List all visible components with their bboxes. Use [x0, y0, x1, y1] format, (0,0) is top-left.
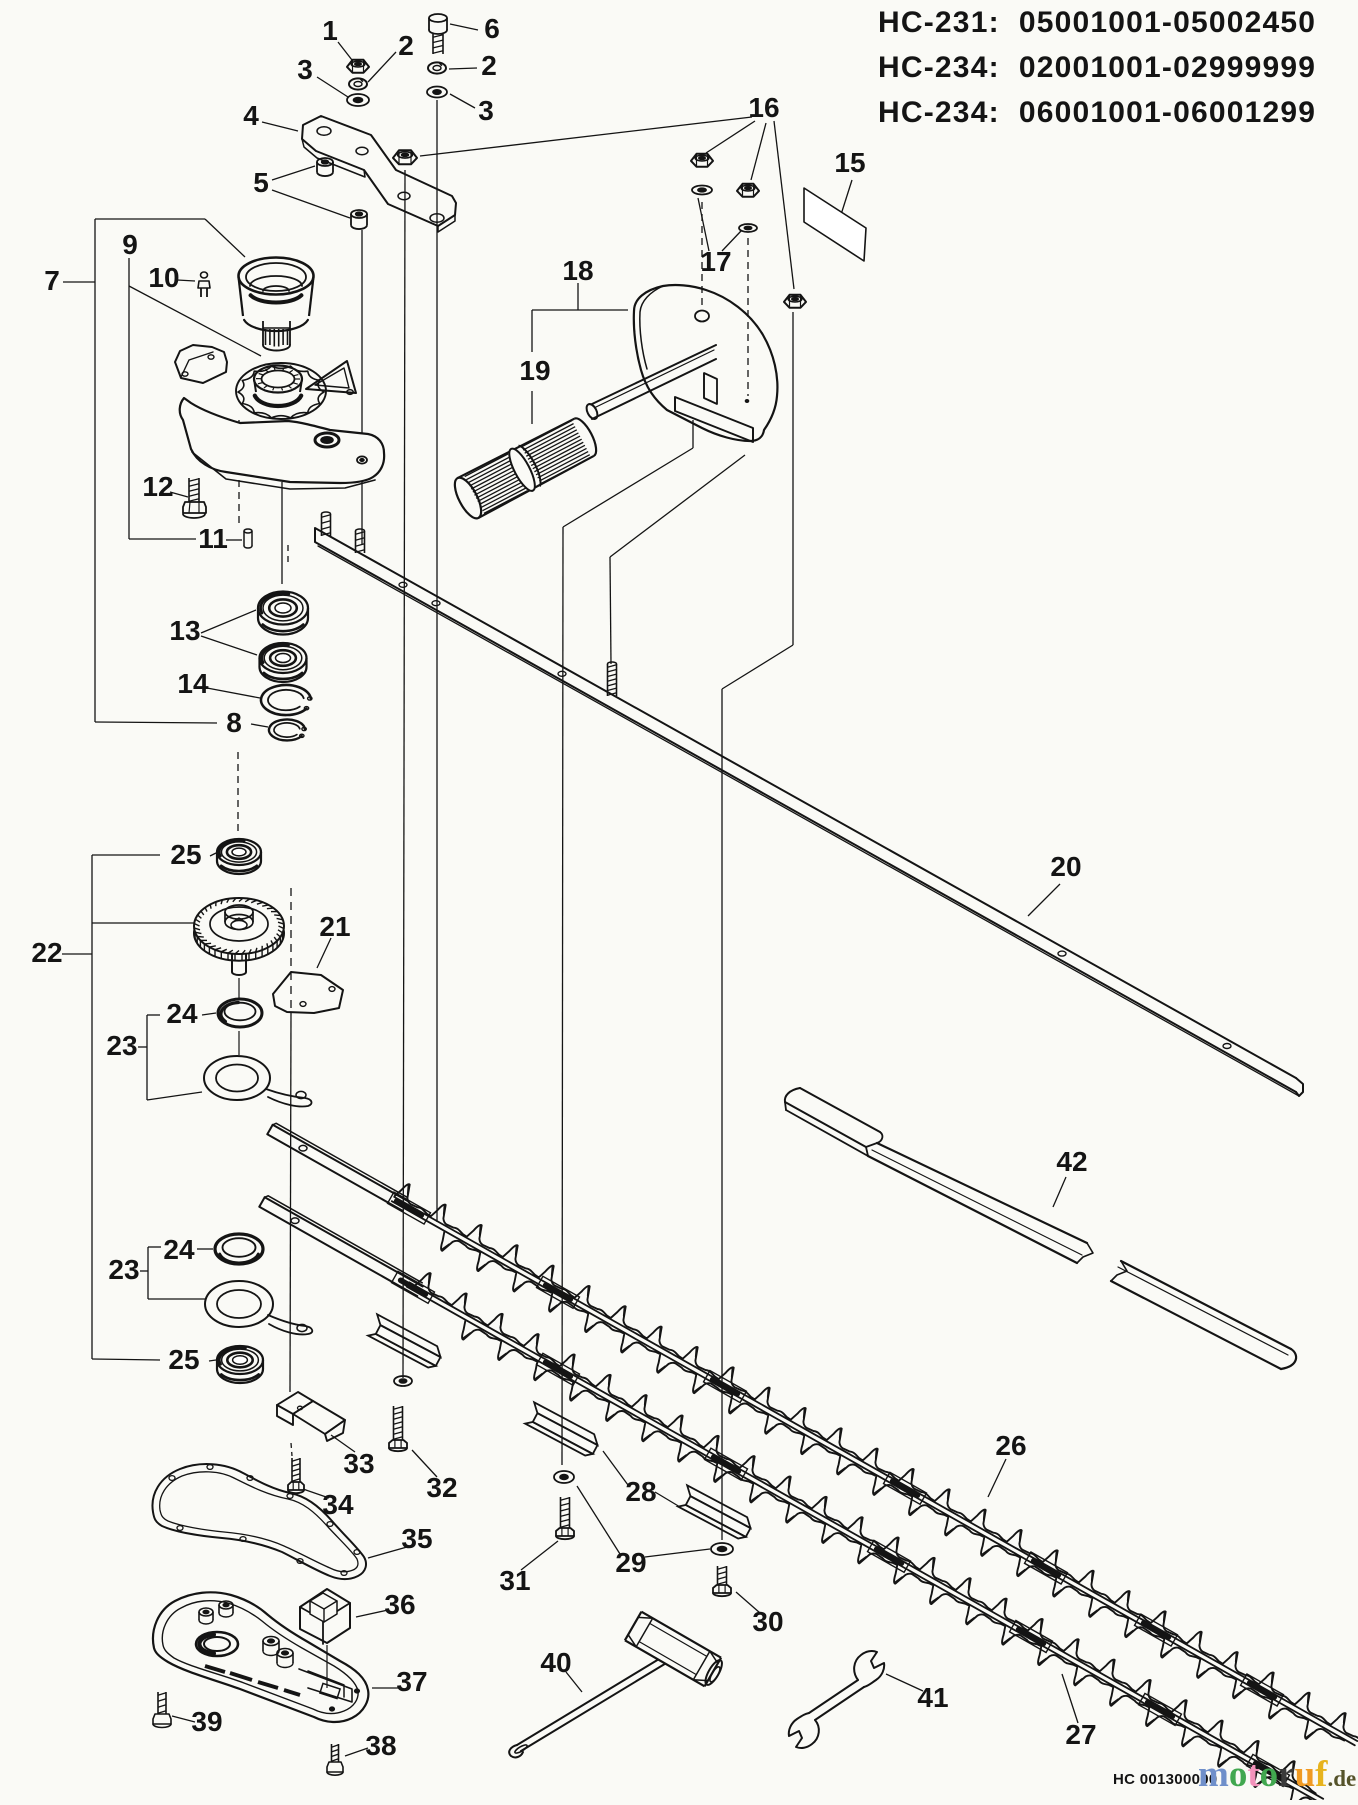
svg-text:15: 15 [834, 147, 865, 178]
svg-text:40: 40 [540, 1647, 571, 1678]
svg-text:25: 25 [170, 839, 201, 870]
svg-text:33: 33 [343, 1448, 374, 1479]
svg-text:3: 3 [478, 95, 494, 126]
svg-text:32: 32 [426, 1472, 457, 1503]
svg-text:17: 17 [700, 246, 731, 277]
svg-text:20: 20 [1050, 851, 1081, 882]
svg-text:22: 22 [31, 937, 62, 968]
svg-text:19: 19 [519, 355, 550, 386]
svg-text:12: 12 [142, 471, 173, 502]
svg-text:4: 4 [243, 100, 259, 131]
svg-text:11: 11 [198, 523, 228, 554]
svg-text:27: 27 [1065, 1719, 1096, 1750]
svg-text:42: 42 [1056, 1146, 1087, 1177]
svg-text:31: 31 [499, 1565, 530, 1596]
svg-text:35: 35 [401, 1523, 432, 1554]
svg-text:13: 13 [169, 615, 200, 646]
svg-text:23: 23 [106, 1030, 137, 1061]
svg-text:37: 37 [396, 1666, 427, 1697]
svg-text:3: 3 [297, 54, 313, 85]
svg-text:14: 14 [177, 668, 209, 699]
svg-text:18: 18 [562, 255, 593, 286]
svg-text:29: 29 [615, 1547, 646, 1578]
svg-text:30: 30 [752, 1606, 783, 1637]
svg-text:HC-234: 02001001-02999999: HC-234: 02001001-02999999 [878, 51, 1316, 84]
svg-text:38: 38 [365, 1730, 396, 1761]
svg-text:6: 6 [484, 13, 500, 44]
svg-text:10: 10 [148, 262, 179, 293]
svg-text:41: 41 [917, 1682, 948, 1713]
svg-text:8: 8 [226, 707, 242, 738]
svg-text:24: 24 [163, 1234, 195, 1265]
svg-text:9: 9 [122, 229, 138, 260]
svg-text:2: 2 [398, 30, 414, 61]
svg-text:28: 28 [625, 1476, 656, 1507]
svg-text:24: 24 [166, 998, 198, 1029]
svg-text:34: 34 [322, 1489, 354, 1520]
svg-text:21: 21 [319, 911, 350, 942]
svg-text:26: 26 [995, 1430, 1026, 1461]
svg-text:23: 23 [108, 1254, 139, 1285]
svg-text:HC-231: 05001001-05002450: HC-231: 05001001-05002450 [878, 6, 1316, 39]
svg-text:HC-234: 06001001-06001299: HC-234: 06001001-06001299 [878, 96, 1316, 129]
svg-text:5: 5 [253, 167, 269, 198]
svg-text:36: 36 [384, 1589, 415, 1620]
svg-text:25: 25 [168, 1344, 199, 1375]
svg-text:1: 1 [322, 15, 338, 46]
svg-text:2: 2 [481, 50, 497, 81]
svg-text:7: 7 [44, 265, 60, 296]
svg-text:16: 16 [748, 92, 779, 123]
svg-text:39: 39 [191, 1706, 222, 1737]
